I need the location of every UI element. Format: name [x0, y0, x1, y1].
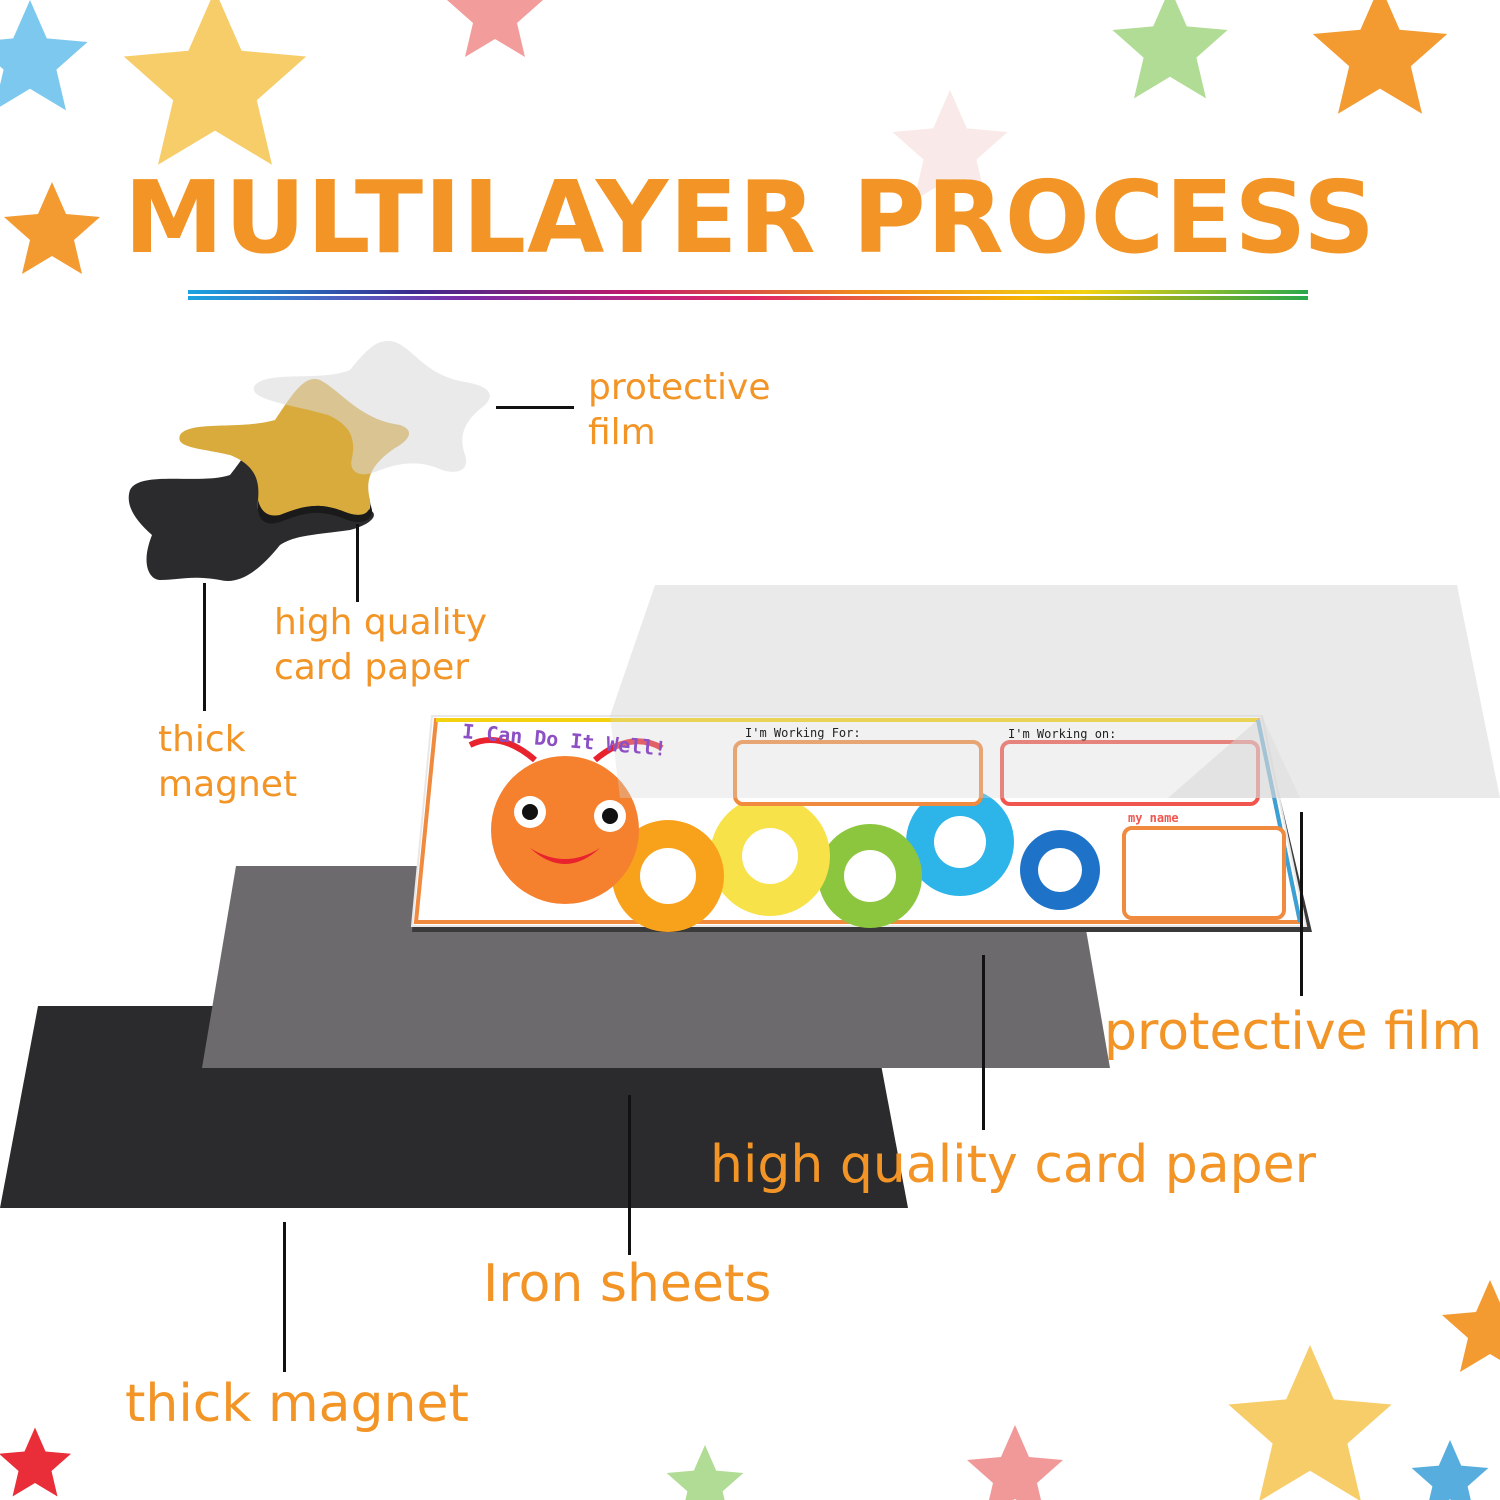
label-line: film: [588, 412, 656, 453]
label-line: thick: [158, 719, 246, 760]
leader-line-sheet-iron: [628, 1095, 631, 1255]
leader-line-sheet-magnet: [283, 1222, 286, 1372]
star-blue-icon: [1411, 1440, 1489, 1500]
label-line: magnet: [158, 764, 298, 805]
leader-line-magnet: [203, 583, 206, 711]
card-my-name-label: my name: [1128, 811, 1179, 825]
label-sheet-magnet: thick magnet: [125, 1374, 469, 1434]
star-orange-icon: [1442, 1280, 1500, 1372]
star-protective-film-layer: [253, 340, 490, 475]
caterpillar-hole: [844, 850, 896, 902]
label-star-protective-film: protective film: [588, 365, 771, 455]
label-line: high quality: [274, 602, 488, 643]
caterpillar-hole: [934, 816, 986, 868]
caterpillar-hole: [640, 848, 696, 904]
star-magnet-diagram: [128, 340, 490, 581]
caterpillar-tail-hole: [1038, 848, 1082, 892]
label-sheet-protective-film: protective film: [1104, 1002, 1483, 1062]
caterpillar-antenna: [468, 737, 537, 763]
star-yellow-icon: [123, 0, 307, 165]
working-for-box: [733, 740, 983, 806]
leader-line-card-paper: [356, 524, 359, 602]
card-working-on-label: I'm Working on:: [1008, 727, 1117, 741]
my-name-box: [1122, 826, 1286, 920]
star-blue-icon: [0, 0, 88, 111]
rainbow-divider: [188, 290, 1308, 306]
label-sheet-iron: Iron sheets: [483, 1254, 772, 1314]
star-green-icon: [1112, 0, 1228, 99]
caterpillar-hole: [742, 828, 798, 884]
label-line: card paper: [274, 647, 470, 688]
star-yellow-icon: [1228, 1345, 1392, 1500]
sheet-layers-diagram: [0, 585, 1500, 1208]
star-orange-icon: [1312, 0, 1448, 114]
sheet-protective-film-over-card: [610, 716, 1300, 798]
star-pink-icon: [447, 0, 543, 57]
caterpillar-pupil: [522, 804, 538, 820]
caterpillar-mouth: [530, 848, 600, 864]
leader-line-sheet-protective-film: [1300, 812, 1303, 996]
leader-line-sheet-card-paper: [982, 955, 985, 1130]
caterpillar-head: [491, 756, 639, 904]
label-sheet-card-paper: high quality card paper: [710, 1135, 1317, 1195]
star-green-icon: [666, 1445, 744, 1500]
rainbow-stripe: [188, 296, 1308, 300]
star-pink-icon: [967, 1425, 1063, 1500]
label-star-card-paper: high quality card paper: [274, 600, 487, 690]
label-line: protective: [588, 367, 771, 408]
star-red-icon: [0, 1427, 71, 1497]
star-card-edge: [257, 500, 372, 524]
sheet-protective-film: [610, 585, 1500, 798]
label-star-magnet: thick magnet: [158, 717, 297, 807]
caterpillar-antenna: [593, 738, 664, 763]
leader-line-protective-film: [496, 406, 574, 409]
card-working-for-label: I'm Working For:: [745, 726, 861, 740]
rainbow-stripe: [188, 290, 1308, 294]
caterpillar-pupil: [602, 808, 618, 824]
page-title: MULTILAYER PROCESS: [124, 159, 1376, 276]
